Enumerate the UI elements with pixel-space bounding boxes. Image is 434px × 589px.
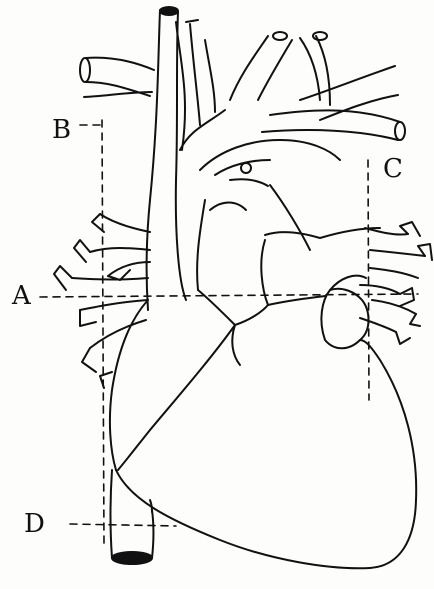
pulmonary-trunk bbox=[197, 185, 380, 305]
label-d: D bbox=[24, 511, 45, 537]
inferior-vena-cava bbox=[111, 470, 154, 564]
label-c: C bbox=[383, 156, 403, 182]
section-line-c-vertical bbox=[368, 160, 369, 400]
left-atrial-appendage bbox=[321, 276, 368, 349]
heart-outline bbox=[110, 290, 416, 568]
aortic-arch bbox=[176, 20, 405, 186]
label-b: B bbox=[52, 117, 71, 143]
section-line-d bbox=[70, 524, 176, 526]
section-line-b-vertical bbox=[102, 120, 104, 545]
label-a: A bbox=[12, 283, 31, 309]
left-pulmonary-veins bbox=[360, 222, 432, 344]
section-line-a bbox=[40, 294, 418, 297]
